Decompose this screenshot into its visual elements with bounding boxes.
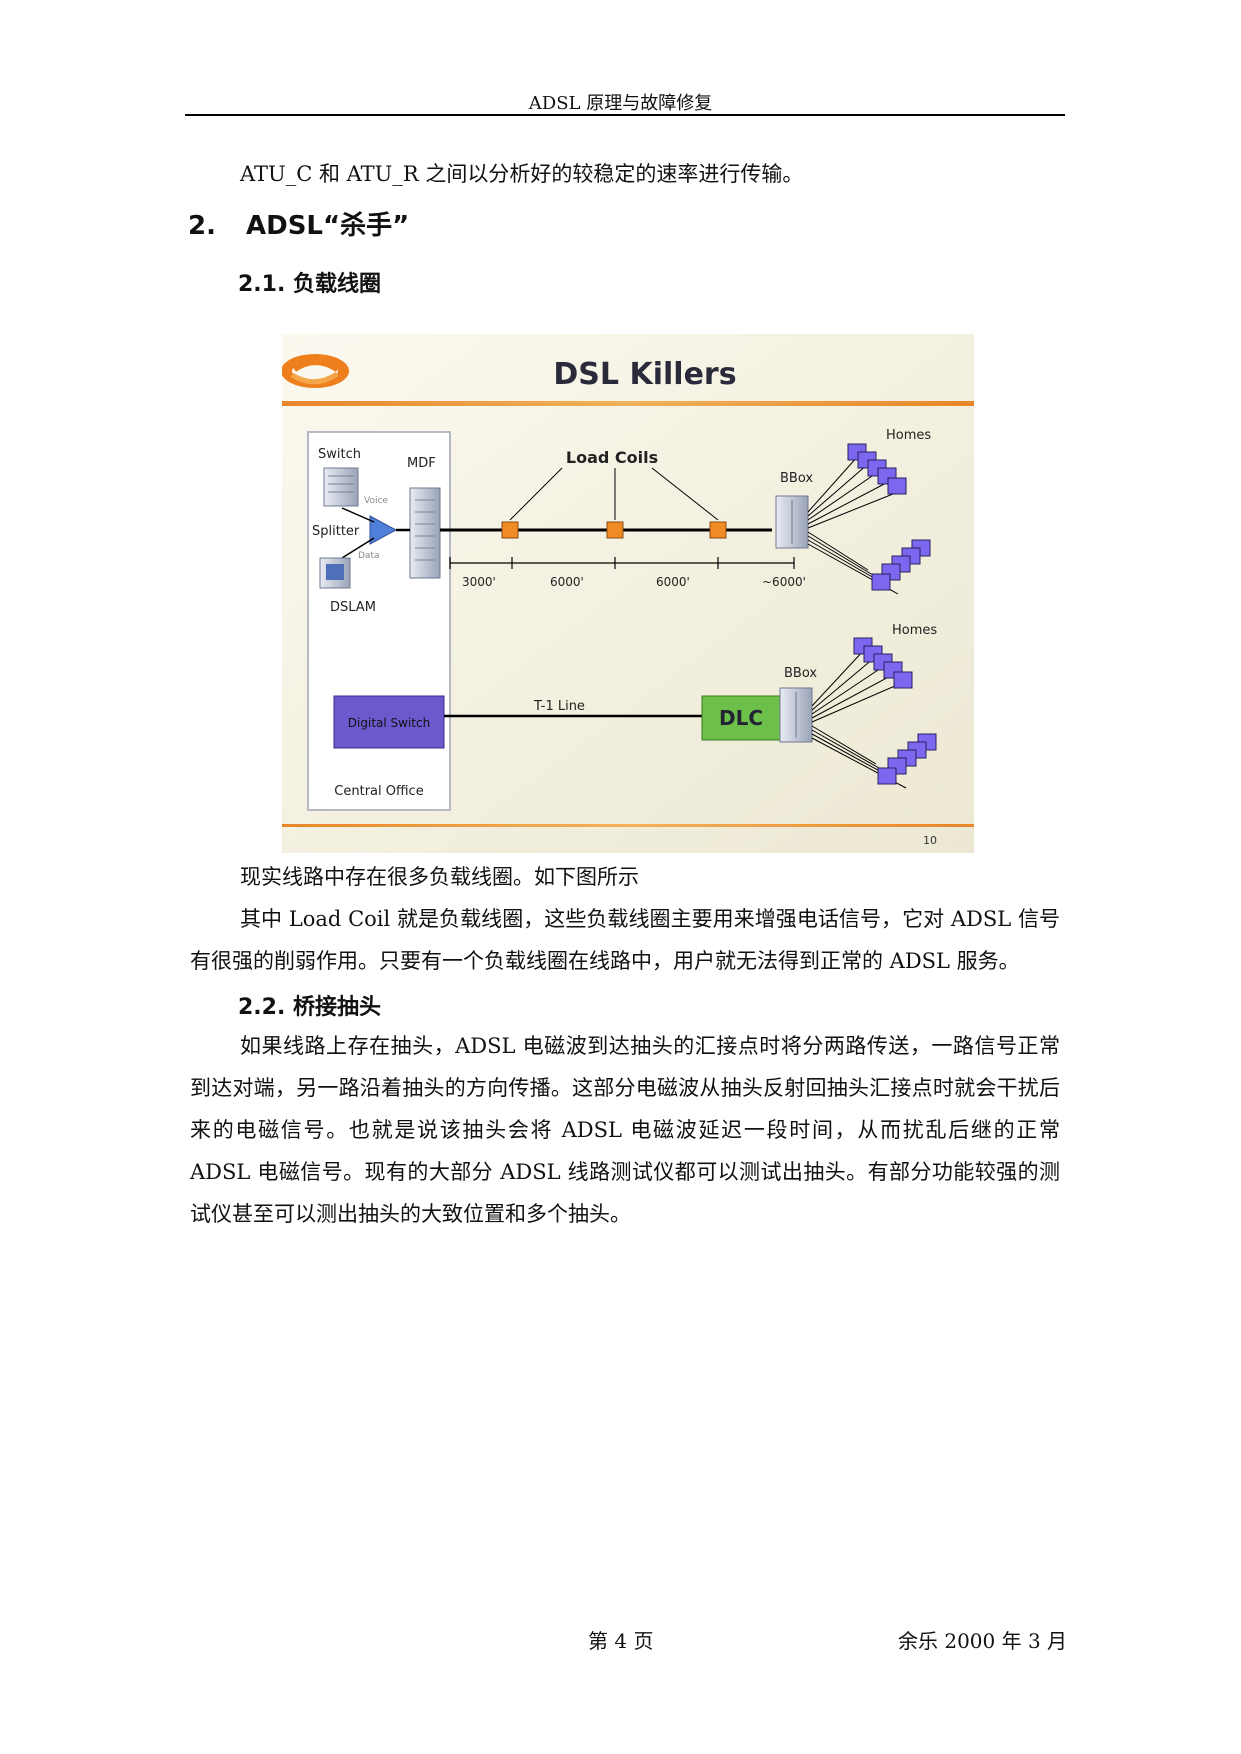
homes-top-label: Homes bbox=[886, 428, 931, 443]
load-coil-paragraph: 其中 Load Coil 就是负载线圈，这些负载线圈主要用来增强电话信号，它对 … bbox=[190, 907, 1060, 973]
homes-bottom-label: Homes bbox=[892, 623, 937, 638]
page-header: ADSL 原理与故障修复 bbox=[528, 93, 713, 114]
bottom-bar bbox=[282, 824, 974, 827]
switch-icon bbox=[323, 467, 359, 507]
load-coil-1-icon bbox=[501, 521, 519, 539]
dlc-icon bbox=[701, 695, 781, 741]
distance-3-label: 6000' bbox=[656, 575, 690, 589]
splitter-label: Splitter bbox=[312, 524, 360, 539]
distance-2-label: 6000' bbox=[550, 575, 584, 589]
section-2-heading: 2. ADSL“杀手” bbox=[188, 205, 409, 242]
dsl-killers-figure: DSL Killers 10 Switch MDF Voice Splitter… bbox=[282, 334, 974, 853]
bbox-top-label: BBox bbox=[780, 471, 813, 486]
figure-caption: 现实线路中存在很多负载线圈。如下图所示 bbox=[240, 865, 639, 889]
bbox-bottom-icon bbox=[779, 687, 813, 743]
section-2-title: ADSL“杀手” bbox=[246, 211, 410, 241]
bridge-tap-paragraph: 如果线路上存在抽头，ADSL 电磁波到达抽头的汇接点时将分两路传送，一路信号正常… bbox=[190, 1034, 1060, 1226]
footer-author-date: 余乐 2000 年 3 月 bbox=[898, 1629, 1068, 1653]
title-bar bbox=[282, 401, 974, 406]
digital-switch-icon bbox=[333, 695, 445, 749]
splitter-icon bbox=[369, 515, 398, 545]
bbox-top-icon bbox=[775, 495, 809, 549]
homes-top-icon bbox=[847, 443, 931, 591]
header-rule bbox=[185, 114, 1065, 116]
intro-line: ATU_C 和 ATU_R 之间以分析好的较稳定的速率进行传输。 bbox=[240, 162, 804, 186]
section-2-2-heading: 2.2. 桥接抽头 bbox=[238, 995, 381, 1020]
figure-title: DSL Killers bbox=[553, 357, 736, 392]
section-2-1-heading: 2.1. 负载线圈 bbox=[238, 272, 381, 297]
slide-number: 10 bbox=[923, 834, 937, 847]
central-office-label: Central Office bbox=[334, 784, 423, 799]
digital-switch-label: Digital Switch bbox=[348, 716, 430, 730]
load-coil-pointer-1 bbox=[509, 467, 563, 521]
voice-label: Voice bbox=[364, 496, 388, 506]
load-coils-label: Load Coils bbox=[566, 448, 658, 467]
mdf-icon bbox=[409, 487, 441, 579]
load-coil-2-icon bbox=[606, 521, 624, 539]
load-coil-3-icon bbox=[709, 521, 727, 539]
mdf-label: MDF bbox=[407, 456, 436, 471]
section-2-number: 2. bbox=[188, 211, 216, 241]
distance-1-label: 3000' bbox=[462, 575, 496, 589]
load-coil-pointer-3 bbox=[651, 467, 719, 521]
distance-markers bbox=[449, 557, 795, 569]
switch-label: Switch bbox=[318, 447, 361, 462]
t1-line-label: T-1 Line bbox=[533, 699, 585, 714]
logo-icon bbox=[282, 354, 349, 388]
distance-4-label: ~6000' bbox=[762, 575, 806, 589]
voice-line bbox=[341, 507, 375, 523]
data-line bbox=[341, 537, 375, 559]
dlc-label: DLC bbox=[719, 706, 763, 730]
dslam-label: DSLAM bbox=[330, 600, 376, 615]
homes-bottom-icon bbox=[853, 637, 937, 785]
footer-page-number: 第 4 页 bbox=[588, 1629, 654, 1653]
dslam-icon bbox=[319, 557, 351, 589]
bbox-bottom-label: BBox bbox=[784, 666, 817, 681]
data-label: Data bbox=[358, 551, 380, 561]
